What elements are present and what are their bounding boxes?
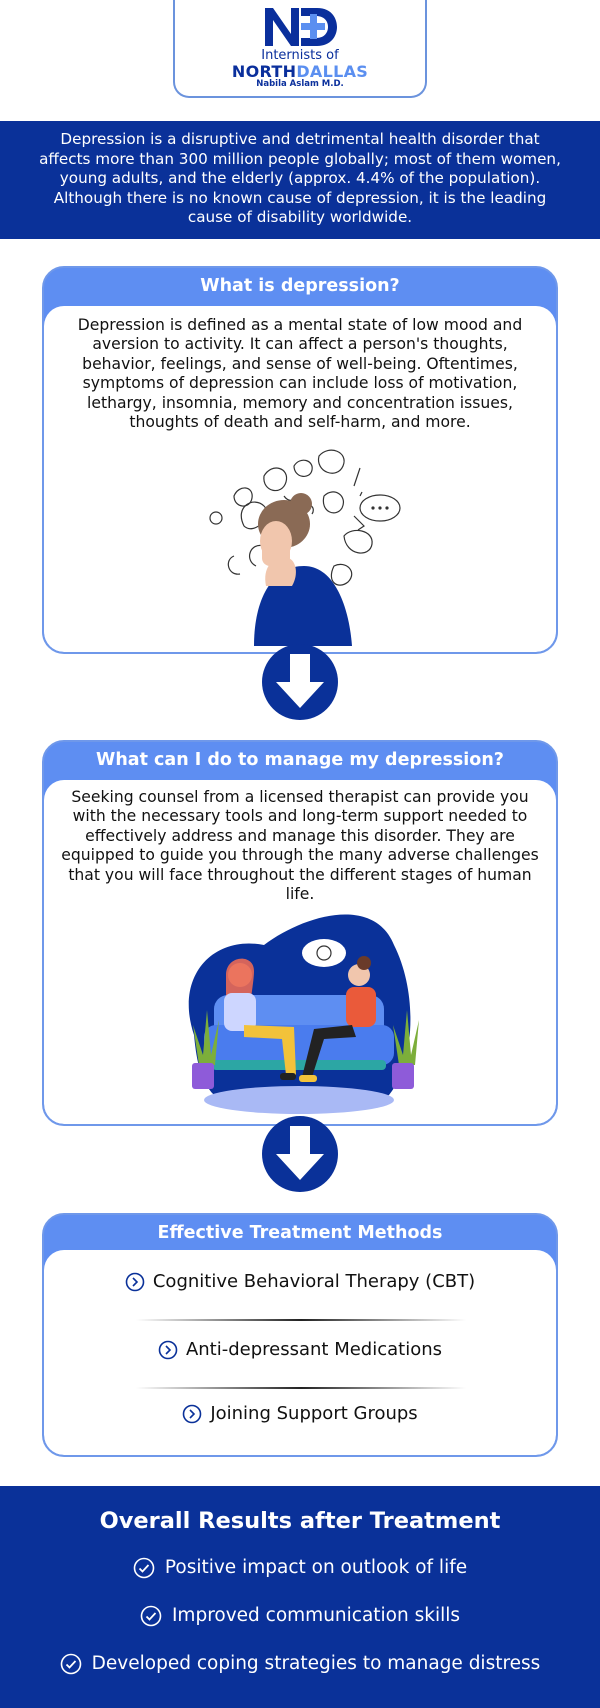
section-title: Effective Treatment Methods bbox=[157, 1223, 443, 1243]
results-section: Overall Results after Treatment Positive… bbox=[0, 1486, 600, 1708]
results-title: Overall Results after Treatment bbox=[99, 1508, 501, 1534]
check-circle-icon bbox=[60, 1653, 81, 1675]
result-item: Developed coping strategies to manage di… bbox=[0, 1653, 600, 1675]
section-text: Depression is defined as a mental state … bbox=[77, 316, 523, 432]
divider bbox=[136, 1319, 466, 1321]
down-arrow-icon bbox=[262, 644, 338, 720]
logo-name: NORTHDALLAS bbox=[231, 62, 369, 81]
logo-card: Internists of NORTHDALLAS Nabila Aslam M… bbox=[173, 0, 427, 98]
section-text: Seeking counsel from a licensed therapis… bbox=[61, 788, 539, 904]
chevron-circle-icon bbox=[125, 1272, 145, 1292]
chevron-circle-icon bbox=[158, 1340, 178, 1360]
card-body: Cognitive Behavioral Therapy (CBT) Anti-… bbox=[44, 1250, 556, 1455]
depressed-woman-illustration bbox=[209, 449, 401, 646]
check-circle-icon bbox=[140, 1605, 162, 1627]
therapy-session-illustration bbox=[188, 914, 419, 1114]
divider bbox=[136, 1387, 466, 1389]
what-is-depression-card: What is depression? Depression is define… bbox=[42, 266, 558, 654]
treatment-item: Anti-depressant Medications bbox=[44, 1339, 556, 1360]
logo-doctor: Nabila Aslam M.D. bbox=[256, 79, 344, 89]
card-body: Seeking counsel from a licensed therapis… bbox=[44, 780, 556, 1124]
intro-banner: Depression is a disruptive and detriment… bbox=[0, 121, 600, 239]
card-body: Depression is defined as a mental state … bbox=[44, 306, 556, 652]
down-arrow-icon bbox=[262, 1116, 338, 1192]
check-circle-icon bbox=[133, 1557, 155, 1579]
logo-mark-icon bbox=[265, 8, 337, 46]
manage-depression-card: What can I do to manage my depression? S… bbox=[42, 740, 558, 1126]
treatment-item: Joining Support Groups bbox=[44, 1403, 556, 1424]
treatment-item: Cognitive Behavioral Therapy (CBT) bbox=[44, 1271, 556, 1292]
logo-subtitle: Internists of bbox=[261, 48, 339, 63]
treatment-methods-card: Effective Treatment Methods Cognitive Be… bbox=[42, 1213, 558, 1457]
chevron-circle-icon bbox=[183, 1404, 202, 1424]
result-item: Improved communication skills bbox=[0, 1605, 600, 1627]
section-title: What can I do to manage my depression? bbox=[96, 750, 504, 770]
section-title: What is depression? bbox=[200, 276, 400, 296]
result-item: Positive impact on outlook of life bbox=[0, 1557, 600, 1579]
